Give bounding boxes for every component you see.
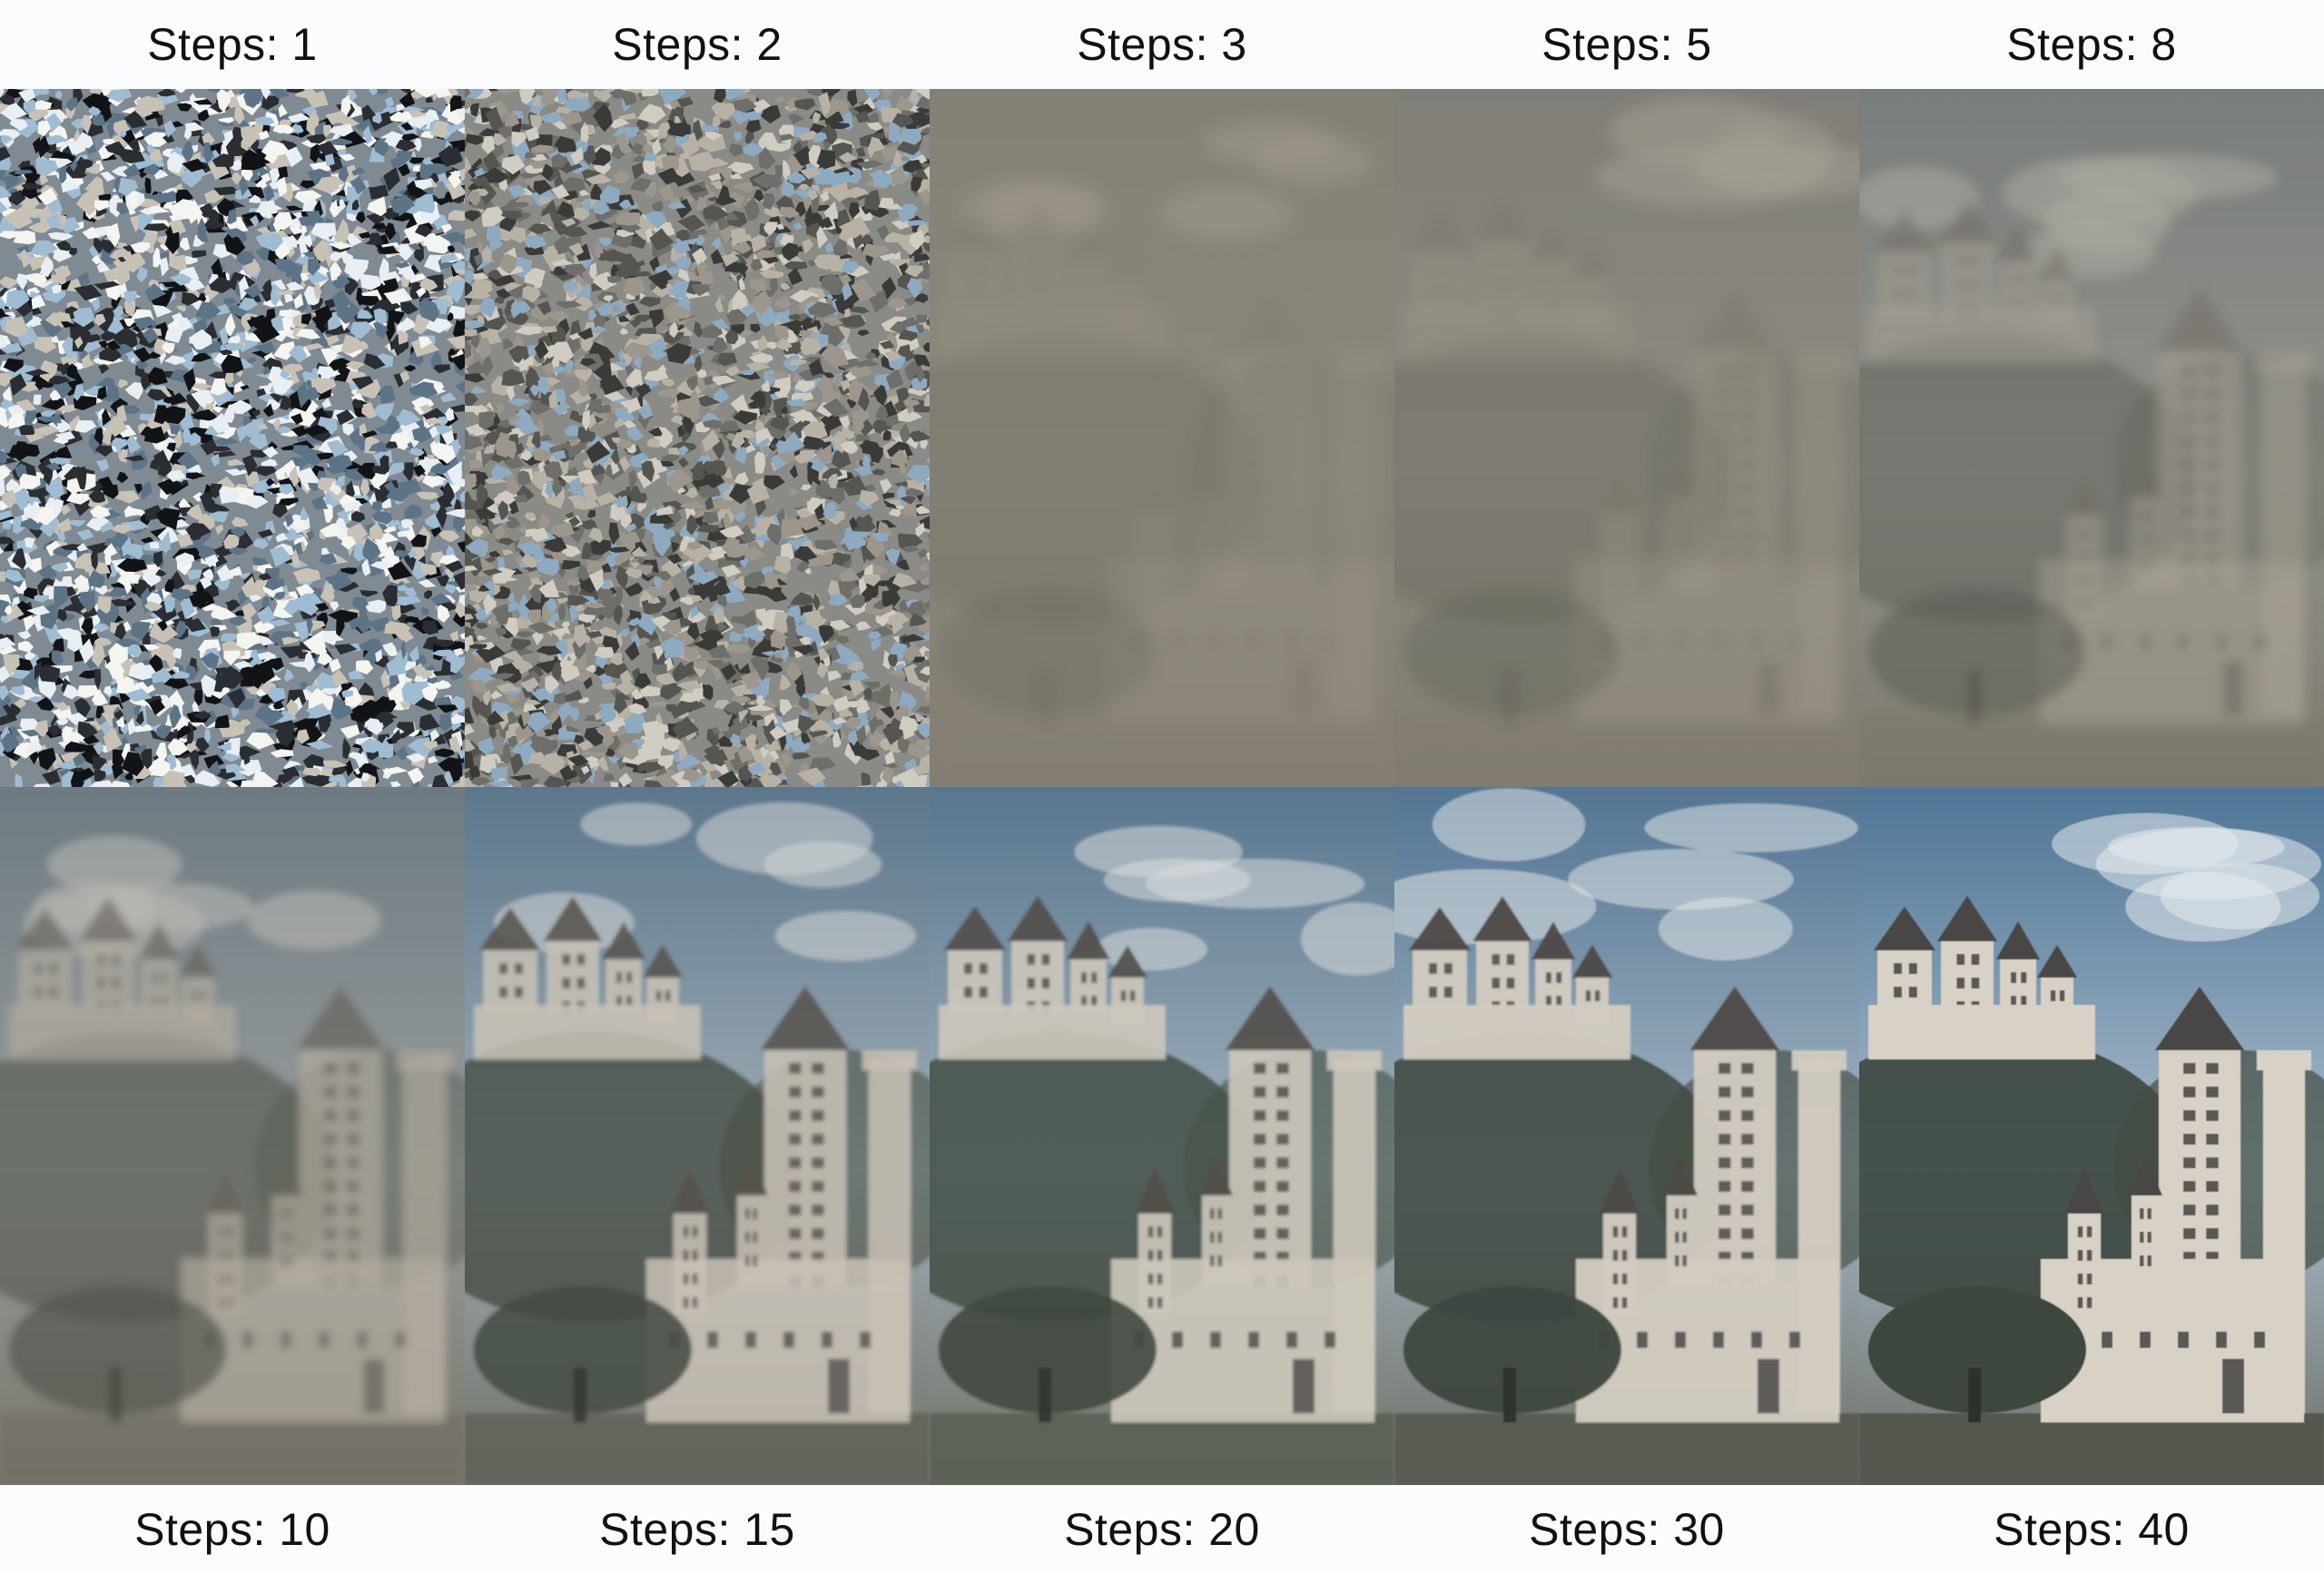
step-label: Steps: 30 — [1529, 1504, 1725, 1555]
panel-steps-15 — [465, 787, 930, 1485]
step-label: Steps: 1 — [147, 19, 318, 70]
image-grid — [0, 89, 2324, 1485]
noise-image — [0, 89, 465, 787]
castle-image — [0, 787, 465, 1485]
panel-steps-20 — [930, 787, 1394, 1485]
panel-steps-40 — [1859, 787, 2324, 1485]
panel-steps-3 — [930, 89, 1394, 787]
panel-steps-2 — [465, 89, 930, 787]
step-label: Steps: 3 — [1077, 19, 1247, 70]
step-label: Steps: 20 — [1064, 1504, 1260, 1555]
noise-image — [465, 89, 930, 787]
step-label: Steps: 8 — [2006, 19, 2177, 70]
bottom-label-row: Steps: 10 Steps: 15 Steps: 20 Steps: 30 … — [0, 1485, 2324, 1574]
panel-steps-30 — [1394, 787, 1859, 1485]
panel-steps-1 — [0, 89, 465, 787]
castle-image — [1394, 787, 1859, 1485]
step-label: Steps: 2 — [612, 19, 783, 70]
castle-image — [930, 787, 1394, 1485]
castle-image — [465, 787, 930, 1485]
step-label: Steps: 10 — [134, 1504, 330, 1555]
panel-steps-8 — [1859, 89, 2324, 787]
castle-image — [1859, 787, 2324, 1485]
castle-image — [1859, 89, 2324, 787]
castle-image — [1394, 89, 1859, 787]
castle-image — [930, 89, 1394, 787]
step-label: Steps: 15 — [599, 1504, 795, 1555]
step-label: Steps: 40 — [1994, 1504, 2190, 1555]
panel-steps-10 — [0, 787, 465, 1485]
panel-steps-5 — [1394, 89, 1859, 787]
step-label: Steps: 5 — [1541, 19, 1712, 70]
top-label-row: Steps: 1 Steps: 2 Steps: 3 Steps: 5 Step… — [0, 0, 2324, 89]
